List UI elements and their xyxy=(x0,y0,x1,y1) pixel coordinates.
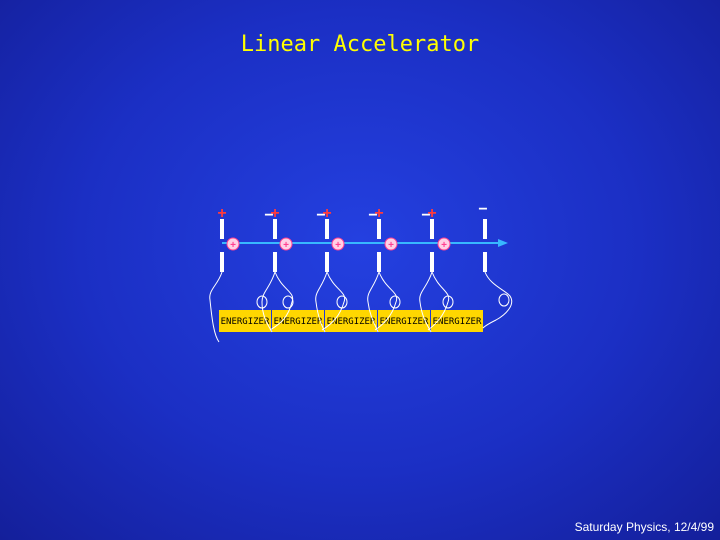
wire-loop xyxy=(256,295,268,309)
plate-bottom xyxy=(325,252,329,272)
polarity-sign: + xyxy=(374,205,383,222)
particle-sign: + xyxy=(335,240,341,251)
energizer-box xyxy=(219,310,271,332)
plate-bottom xyxy=(273,252,277,272)
particle xyxy=(437,237,451,251)
plate-top xyxy=(273,219,277,239)
particle xyxy=(279,237,293,251)
wire-loop xyxy=(442,295,454,309)
polarity-sign: − xyxy=(264,207,273,224)
wire-loop xyxy=(389,295,401,309)
wire xyxy=(374,271,398,331)
energizer-box xyxy=(272,310,324,332)
energizer-box xyxy=(378,310,430,332)
particle xyxy=(331,237,345,251)
polarity-sign: − xyxy=(368,207,377,224)
wire xyxy=(427,271,450,331)
particle-sign: + xyxy=(441,240,447,251)
particle-sign: + xyxy=(388,240,394,251)
plate-top xyxy=(325,219,329,239)
wire xyxy=(315,271,328,333)
wire-loop xyxy=(336,295,348,309)
plate-top xyxy=(377,219,381,239)
wire-loop xyxy=(498,293,510,307)
polarity-sign: − xyxy=(478,201,487,218)
beam-arrow xyxy=(498,239,508,247)
polarity-sign: + xyxy=(322,205,331,222)
particle xyxy=(384,237,398,251)
wire xyxy=(482,271,513,329)
polarity-sign: − xyxy=(421,207,430,224)
polarity-sign: + xyxy=(427,205,436,222)
wire-loop xyxy=(282,295,294,309)
wire xyxy=(209,271,223,343)
energizer-label: ENERGIZER xyxy=(221,317,270,327)
wire xyxy=(269,271,294,331)
wire xyxy=(419,271,433,333)
polarity-sign: + xyxy=(270,205,279,222)
energizer-label: ENERGIZER xyxy=(327,317,376,327)
wire xyxy=(367,271,380,333)
plate-top xyxy=(430,219,434,239)
polarity-sign: − xyxy=(316,207,325,224)
plate-bottom xyxy=(220,252,224,272)
plate-top xyxy=(483,219,487,239)
energizer-label: ENERGIZER xyxy=(274,317,323,327)
slide-title: Linear Accelerator xyxy=(240,32,480,57)
energizer-label: ENERGIZER xyxy=(380,317,429,327)
plate-bottom xyxy=(483,252,487,272)
energizer-box xyxy=(431,310,483,332)
wire xyxy=(261,271,276,333)
particle-sign: + xyxy=(283,240,289,251)
plate-bottom xyxy=(430,252,434,272)
polarity-sign: + xyxy=(217,205,226,222)
plate-top xyxy=(220,219,224,239)
energizer-label: ENERGIZER xyxy=(433,317,482,327)
footer-text: Saturday Physics, 12/4/99 xyxy=(574,520,714,534)
wire xyxy=(321,271,346,331)
particle-sign: + xyxy=(230,240,236,251)
particle xyxy=(226,237,240,251)
plate-bottom xyxy=(377,252,381,272)
